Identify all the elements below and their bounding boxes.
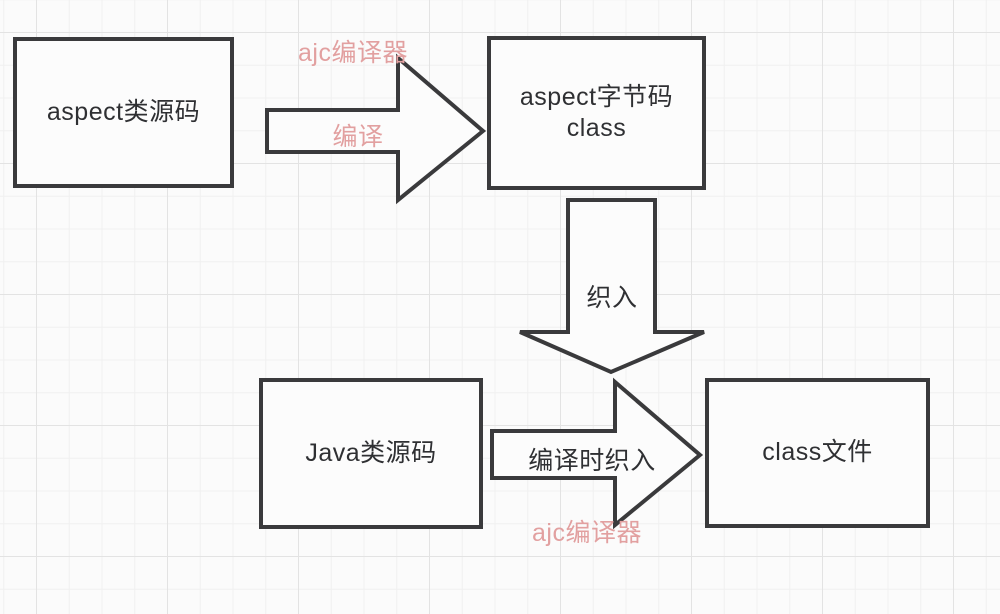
arrow-weave[interactable]: [519, 198, 705, 375]
box-class-file[interactable]: [705, 378, 930, 528]
arrow-compile-time-weaving[interactable]: [490, 377, 704, 530]
arrow-weave-inside-label: 织入: [586, 284, 638, 312]
arrow-compile-time-weaving-outside-label: ajc编译器: [532, 519, 642, 547]
box-aspect-source[interactable]: [13, 37, 234, 188]
arrow-compile-inside-label: 编译: [332, 123, 384, 151]
arrow-compile[interactable]: [265, 53, 487, 205]
arrow-compile-outside-label: ajc编译器: [298, 39, 408, 67]
box-java-source[interactable]: [259, 378, 483, 529]
arrow-compile-time-weaving-inside-label: 编译时织入: [528, 447, 656, 475]
box-aspect-bytecode[interactable]: [487, 36, 706, 190]
